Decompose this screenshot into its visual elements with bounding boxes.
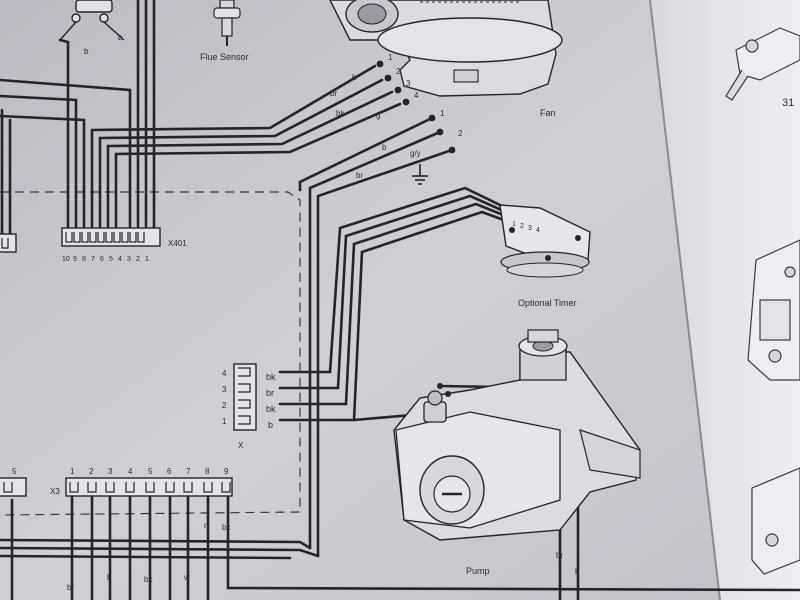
- x-pin-label: 1: [222, 417, 227, 426]
- x3-pin-label: 7: [186, 467, 191, 476]
- left-partial-connector-lower: 5: [0, 467, 27, 497]
- fan-terminal-number: 2: [396, 67, 401, 76]
- x401-pin-label: 1: [145, 256, 149, 263]
- x-wire-color: br: [266, 388, 274, 398]
- fan-terminal-number: 3: [406, 79, 411, 88]
- right-page-part-top: [725, 27, 800, 101]
- x401-pin-label: 4: [118, 256, 122, 263]
- optional-timer-label: Optional Timer: [518, 298, 577, 308]
- power-terminal-number: 2: [458, 129, 463, 138]
- fan-label: Fan: [540, 108, 556, 118]
- pcb-boundary: [0, 191, 301, 516]
- x401-pin-label: 5: [109, 256, 113, 263]
- timer-terminal-number: 2: [520, 223, 524, 230]
- x3-pin-label: 2: [89, 467, 94, 476]
- x401-pin-label: 9: [73, 256, 77, 263]
- x-connector-label: X: [238, 441, 244, 450]
- flue-sensor-label: Flue Sensor: [200, 52, 249, 62]
- pump-wire-color: b: [575, 567, 580, 576]
- power-wire-color: br: [356, 171, 363, 180]
- right-page: [650, 0, 800, 600]
- flue-sensor: Flue Sensor: [200, 0, 249, 62]
- x3-connector: X3 1 2 3 4 5 6 7 8 9: [50, 467, 233, 497]
- pump-label: Pump: [466, 566, 490, 576]
- power-wire-color: b: [382, 143, 387, 152]
- x3-pin-label: 1: [70, 467, 75, 476]
- x401-pin-label: 7: [91, 256, 95, 263]
- x3-pin-label: 8: [205, 467, 210, 476]
- earth-icon: [412, 164, 428, 185]
- x3-label: X3: [50, 487, 60, 496]
- pump: Pump: [393, 329, 641, 576]
- x3-pin-label: 9: [224, 467, 229, 476]
- x-wire-color: b: [268, 420, 273, 430]
- fan: Fan: [329, 0, 563, 118]
- bottom-wire-color: b: [107, 573, 112, 582]
- x3-pin-label: 6: [167, 467, 172, 476]
- fan-terminal-number: 1: [388, 53, 393, 62]
- wire-color-label: b: [84, 47, 89, 56]
- left-partial-connector: [0, 233, 17, 253]
- x-pin-label: 2: [222, 401, 227, 410]
- timer-terminal-number: 4: [536, 227, 540, 234]
- x401-pin-label: 8: [82, 256, 86, 263]
- bottom-wire-color: r: [204, 521, 207, 530]
- power-terminals: [428, 114, 456, 154]
- x-wire-color: bk: [266, 404, 276, 414]
- x401-pin-label: 10: [62, 256, 70, 263]
- right-page-part-gas-valve: [747, 239, 800, 381]
- left-partial-pin-label: 5: [12, 467, 17, 476]
- x3-pin-label: 5: [148, 467, 153, 476]
- bottom-wire-color: bk: [144, 575, 153, 584]
- x401-pin-label: 2: [136, 256, 140, 263]
- x-wire-color: bk: [266, 372, 276, 382]
- power-wire-color: g/y: [410, 149, 421, 158]
- fan-wire-color: g: [376, 111, 380, 120]
- x-pin-label: 3: [222, 385, 227, 394]
- x-connector: 4 3 2 1 X bk br bk b: [222, 363, 276, 450]
- bottom-wire-color: bk: [222, 523, 231, 532]
- x401-pin-label: 3: [127, 256, 131, 263]
- power-terminal-number: 1: [440, 109, 445, 118]
- timer-terminal-number: 1: [512, 221, 516, 228]
- wire-color-label: b: [118, 33, 123, 42]
- x401-label: X401: [168, 239, 187, 248]
- fan-wire-color: b: [352, 73, 357, 82]
- page-fold: [649, 0, 721, 600]
- optional-timer: 1 2 3 4 Optional Timer: [499, 204, 591, 308]
- right-page-part-bottom: [751, 467, 800, 575]
- fan-wire-color: bk: [336, 109, 345, 118]
- timer-terminal-number: 3: [528, 225, 532, 232]
- x401-pin-label: 6: [100, 256, 104, 263]
- x3-pin-label: 3: [108, 467, 113, 476]
- x401-connector: X401 10 9 8 7 6 5 4 3 2 1: [61, 227, 187, 263]
- fan-wire-color: br: [330, 89, 337, 98]
- bottom-wire-color: w: [183, 573, 190, 582]
- bottom-wire-color: br: [67, 583, 74, 592]
- top-left-switch: [59, 0, 125, 41]
- fan-terminals: [376, 60, 410, 106]
- x-pin-label: 4: [222, 369, 227, 378]
- x3-pin-label: 4: [128, 467, 133, 476]
- right-page-number: 31: [782, 97, 794, 109]
- pump-wire-color: br: [556, 551, 563, 560]
- fan-terminal-number: 4: [414, 91, 419, 100]
